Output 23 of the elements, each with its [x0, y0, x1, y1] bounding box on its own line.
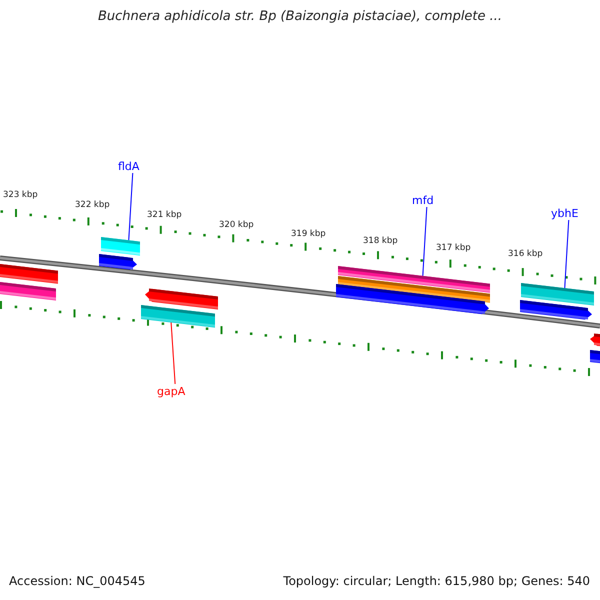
gene-label: gapA	[157, 385, 186, 398]
gene-label: mfd	[412, 194, 434, 207]
gene-label: ybhE	[551, 207, 578, 220]
genome-info-text: Topology: circular; Length: 615,980 bp; Genes: 540	[283, 575, 590, 587]
leader-line	[170, 322, 176, 384]
gene-bar	[101, 237, 140, 256]
scale-label: 319 kbp	[291, 230, 326, 238]
gene-bar	[338, 266, 490, 293]
gene-bar	[521, 283, 594, 306]
scale-label: 322 kbp	[75, 201, 110, 210]
scale-label: 320 kbp	[219, 221, 254, 230]
scale-label: 321 kbp	[147, 211, 182, 220]
scale-label: 317 kbp	[436, 244, 471, 252]
gene-label: fldA	[118, 160, 140, 173]
scale-label: 316 kbp	[508, 250, 543, 258]
leader-line	[564, 220, 570, 289]
scale-label: 323 kbp	[3, 191, 38, 200]
scale-label: 318 kbp	[363, 237, 398, 246]
leader-line	[422, 206, 428, 276]
leader-line	[128, 172, 134, 241]
accession-text: Accession: NC_004545	[9, 575, 146, 587]
gene-bar	[141, 305, 215, 328]
map-title: Buchnera aphidicola str. Bp (Baizongia pistaciae), complete ...	[96, 10, 504, 23]
